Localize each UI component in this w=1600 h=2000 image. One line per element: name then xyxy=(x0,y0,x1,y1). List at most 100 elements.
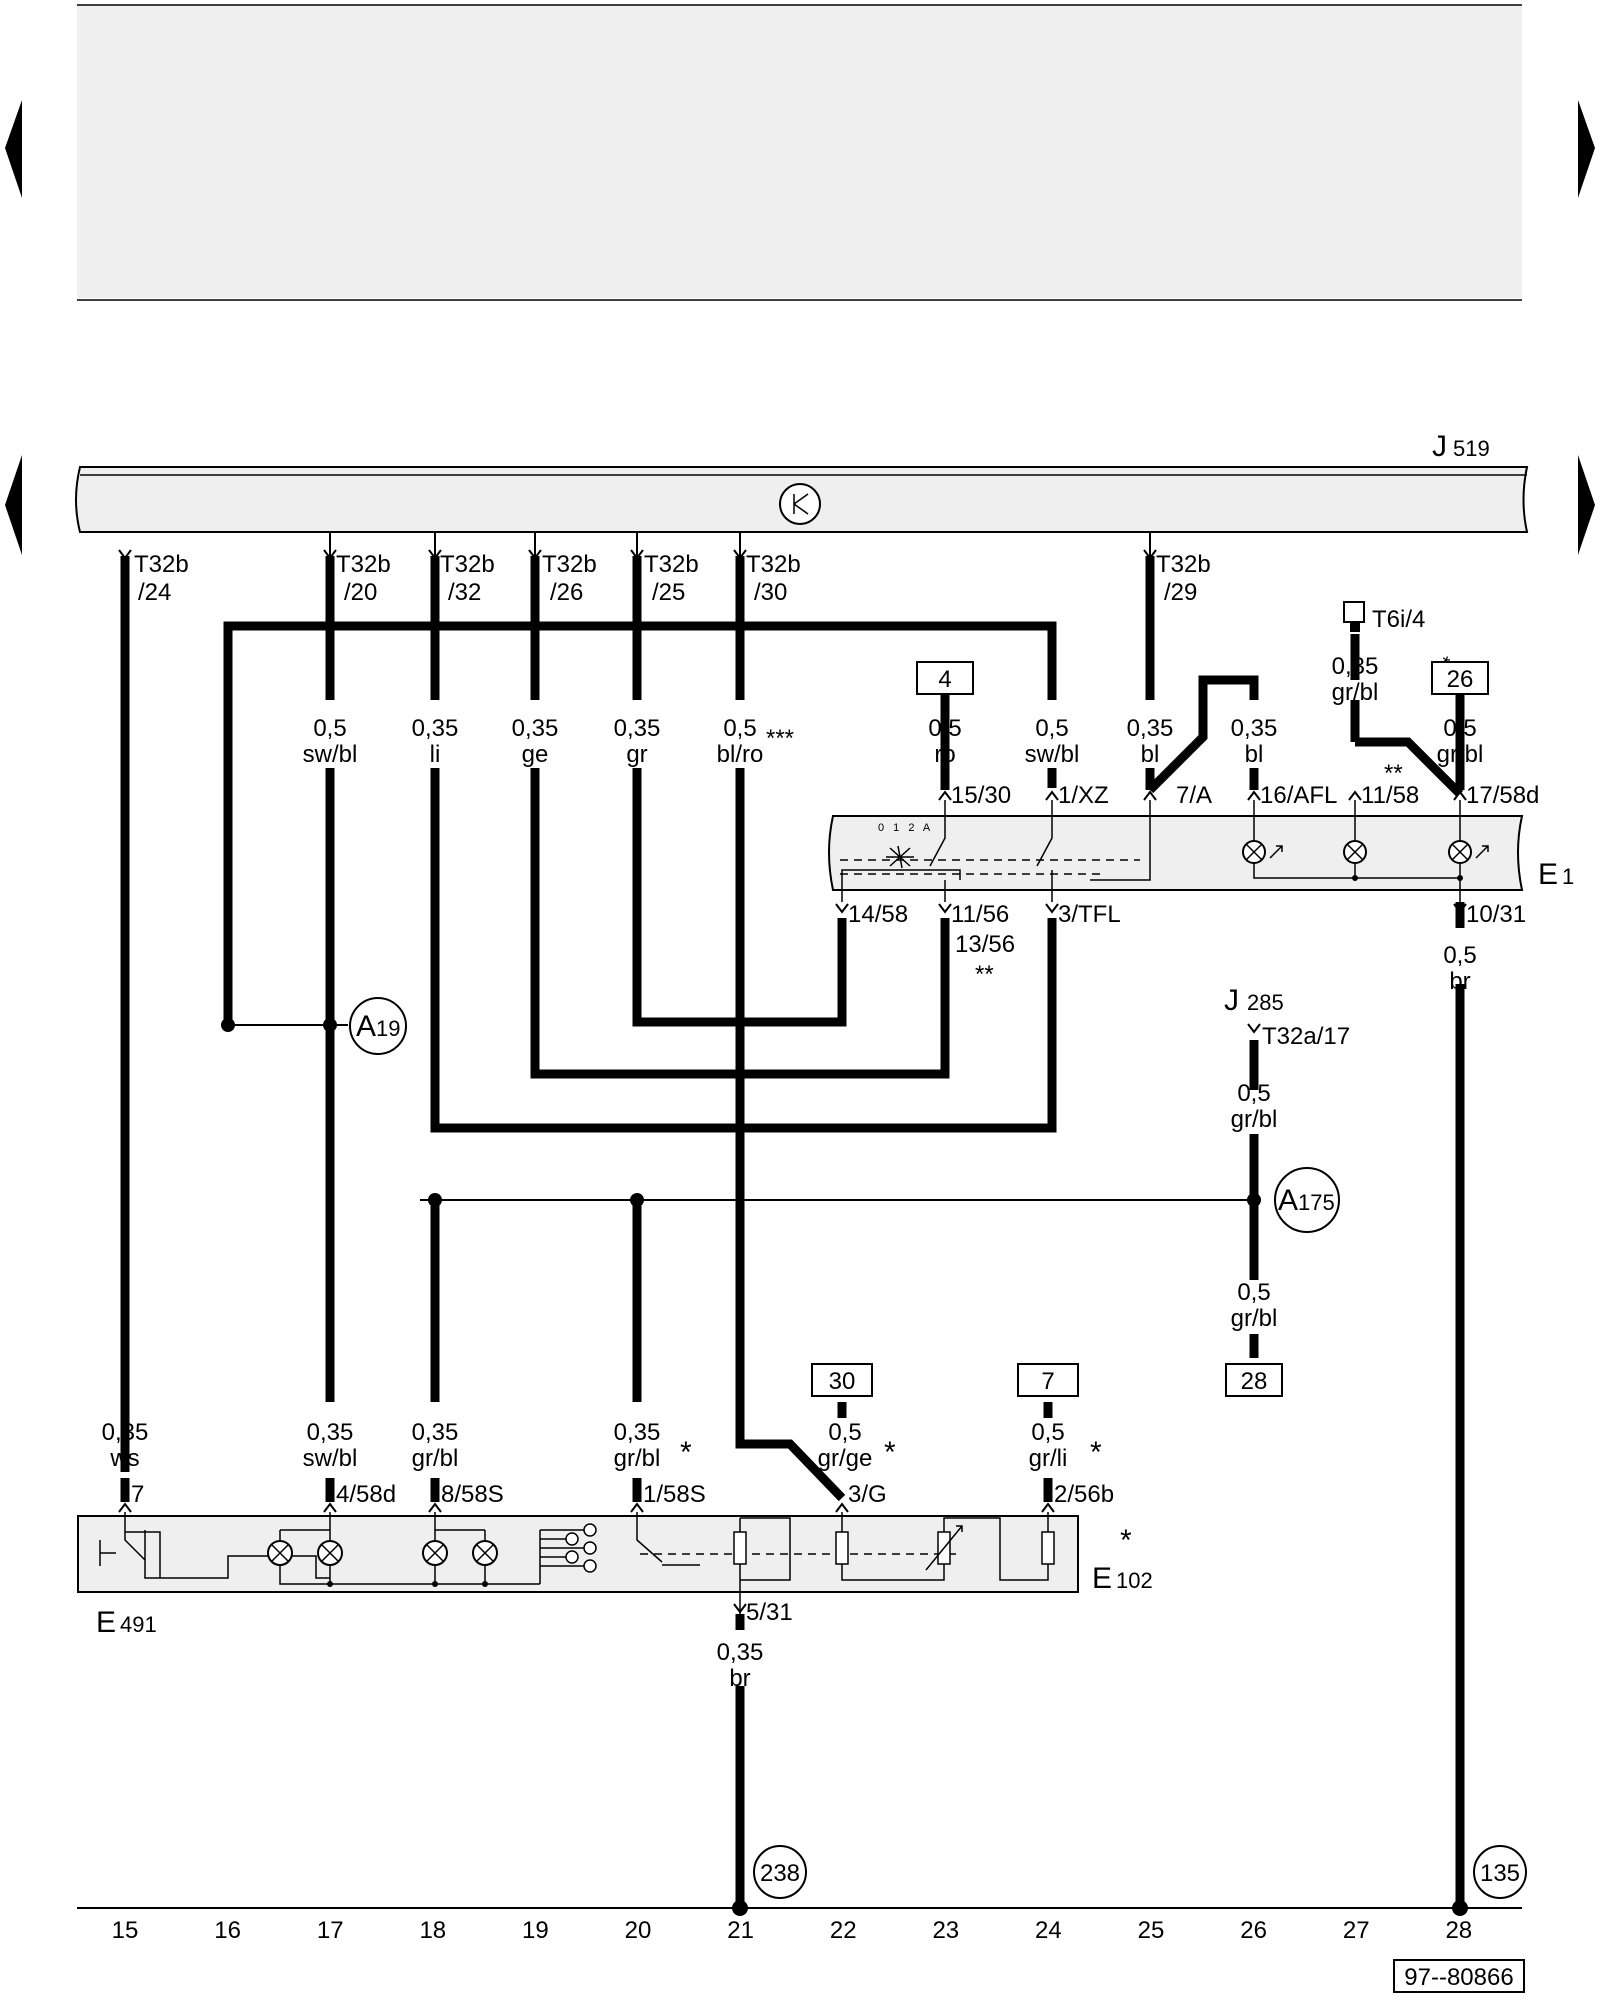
lower-stars: * * * xyxy=(680,1436,1102,1469)
svg-text:ws: ws xyxy=(109,1445,139,1472)
svg-text:sw/bl: sw/bl xyxy=(303,1445,358,1472)
ruler-number: 23 xyxy=(932,1917,959,1944)
e102-pins: 7 4/58d 8/58S 1/58S 3/G 2/56b 5/31 xyxy=(118,1481,1114,1626)
wire-labels-upper: 0,5 sw/bl 0,35 li 0,35 ge 0,35 gr 0,5 bl… xyxy=(303,653,1484,1332)
svg-text:3/G: 3/G xyxy=(848,1481,887,1508)
ruler-number: 18 xyxy=(419,1917,446,1944)
svg-text:**: ** xyxy=(1384,760,1403,787)
ruler-number: 24 xyxy=(1035,1917,1062,1944)
lamp-58d-icon xyxy=(1448,840,1489,864)
svg-text:1/XZ: 1/XZ xyxy=(1058,782,1109,809)
t6i-connector: T6i/4 xyxy=(1343,601,1425,633)
svg-text:11/58: 11/58 xyxy=(1361,782,1419,809)
ruler-number: 22 xyxy=(830,1917,857,1944)
rotary-switch-icon xyxy=(886,845,914,869)
svg-text:/29: /29 xyxy=(1164,579,1197,606)
svg-text:T32b: T32b xyxy=(134,551,189,578)
svg-text:gr/li: gr/li xyxy=(1029,1445,1068,1472)
next-page-arrow[interactable] xyxy=(1578,100,1595,198)
svg-text:0,5: 0,5 xyxy=(723,715,756,742)
svg-text:gr/bl: gr/bl xyxy=(614,1445,661,1472)
svg-text:T32b: T32b xyxy=(542,551,597,578)
svg-text:T32b: T32b xyxy=(746,551,801,578)
connector-marks xyxy=(118,549,1157,560)
svg-text:br: br xyxy=(1449,968,1470,995)
j519-connectors: T32b /24 T32b /20 T32b /32 T32b /26 T32b… xyxy=(134,551,1211,606)
svg-text:0,35: 0,35 xyxy=(102,1419,149,1446)
svg-text:T32b: T32b xyxy=(336,551,391,578)
svg-text:*: * xyxy=(1090,1436,1102,1469)
svg-text:0,5: 0,5 xyxy=(1031,1419,1064,1446)
svg-text:15/30: 15/30 xyxy=(951,782,1011,809)
ruler-number: 15 xyxy=(112,1917,139,1944)
svg-text:16/AFL: 16/AFL xyxy=(1260,782,1337,809)
next-section-arrow[interactable] xyxy=(1578,455,1595,555)
svg-text:4: 4 xyxy=(938,666,951,693)
svg-text:gr/bl: gr/bl xyxy=(1231,1305,1278,1332)
svg-text:4/58d: 4/58d xyxy=(336,1481,396,1508)
svg-text:0,35: 0,35 xyxy=(614,1419,661,1446)
svg-text:gr: gr xyxy=(626,741,647,768)
lamp-58-icon xyxy=(1343,840,1367,864)
ref-238: 238 xyxy=(753,1845,807,1899)
svg-text:ge: ge xyxy=(522,741,549,768)
svg-text:5/31: 5/31 xyxy=(746,1599,793,1626)
prev-section-arrow[interactable] xyxy=(5,455,22,555)
svg-text:bl: bl xyxy=(1141,741,1160,768)
svg-text:0,35: 0,35 xyxy=(717,1639,764,1666)
svg-text:0,35: 0,35 xyxy=(412,1419,459,1446)
title-box xyxy=(77,5,1522,298)
svg-text:/26: /26 xyxy=(550,579,583,606)
svg-text:/20: /20 xyxy=(344,579,377,606)
svg-text:sw/bl: sw/bl xyxy=(303,741,358,768)
svg-text:0,35: 0,35 xyxy=(512,715,559,742)
wire-labels-lower: 0,35 ws 0,35 sw/bl 0,35 gr/bl 0,35 gr/bl… xyxy=(102,1419,1068,1692)
svg-text:0,5: 0,5 xyxy=(1443,942,1476,969)
ruler-number: 20 xyxy=(625,1917,652,1944)
svg-text:0,35: 0,35 xyxy=(1332,653,1379,680)
svg-text:li: li xyxy=(430,741,441,768)
svg-text:13/56: 13/56 xyxy=(955,931,1015,958)
svg-text:97--80866: 97--80866 xyxy=(1404,1964,1513,1991)
splice-dots xyxy=(221,1018,1468,1916)
svg-text:1/58S: 1/58S xyxy=(643,1481,706,1508)
prev-page-arrow[interactable] xyxy=(5,100,22,198)
svg-text:*: * xyxy=(680,1436,692,1469)
svg-text:gr/bl: gr/bl xyxy=(1437,741,1484,768)
svg-text:3/TFL: 3/TFL xyxy=(1058,901,1121,928)
ruler-number: 27 xyxy=(1343,1917,1370,1944)
switch-scale: 0 1 2 A xyxy=(878,822,933,834)
svg-text:gr/bl: gr/bl xyxy=(1332,679,1379,706)
ruler-number: 26 xyxy=(1240,1917,1267,1944)
svg-text:T32a/17: T32a/17 xyxy=(1262,1023,1350,1050)
e1-light-switch: 0 1 2 A xyxy=(828,800,1574,902)
svg-text:/32: /32 xyxy=(448,579,481,606)
svg-text:0,5: 0,5 xyxy=(828,1419,861,1446)
svg-text:0,35: 0,35 xyxy=(307,1419,354,1446)
svg-text:T32b: T32b xyxy=(644,551,699,578)
svg-text:0,35: 0,35 xyxy=(412,715,459,742)
svg-text:*: * xyxy=(884,1436,896,1469)
ref-135: 135 xyxy=(1473,1845,1527,1899)
svg-text:T6i/4: T6i/4 xyxy=(1372,606,1425,633)
svg-text:/24: /24 xyxy=(138,579,171,606)
svg-text:238: 238 xyxy=(760,1860,800,1887)
svg-text:14/58: 14/58 xyxy=(848,901,908,928)
lamp-bank-icon xyxy=(539,1523,597,1584)
svg-text:A175: A175 xyxy=(1278,1184,1335,1217)
ruler-number: 19 xyxy=(522,1917,549,1944)
e1-pins: 15/30 1/XZ 7/A 16/AFL 11/58 ** 17/58d 14… xyxy=(835,760,1539,988)
svg-text:0,35: 0,35 xyxy=(1231,715,1278,742)
svg-text:17/58d: 17/58d xyxy=(1466,782,1539,809)
svg-text:ro: ro xyxy=(934,741,955,768)
svg-text:gr/bl: gr/bl xyxy=(1231,1106,1278,1133)
ref-boxes: 4 26 28 30 7 xyxy=(811,661,1489,1397)
w30-star: *** xyxy=(766,725,794,752)
svg-text:/30: /30 xyxy=(754,579,787,606)
svg-text:0,35: 0,35 xyxy=(614,715,661,742)
